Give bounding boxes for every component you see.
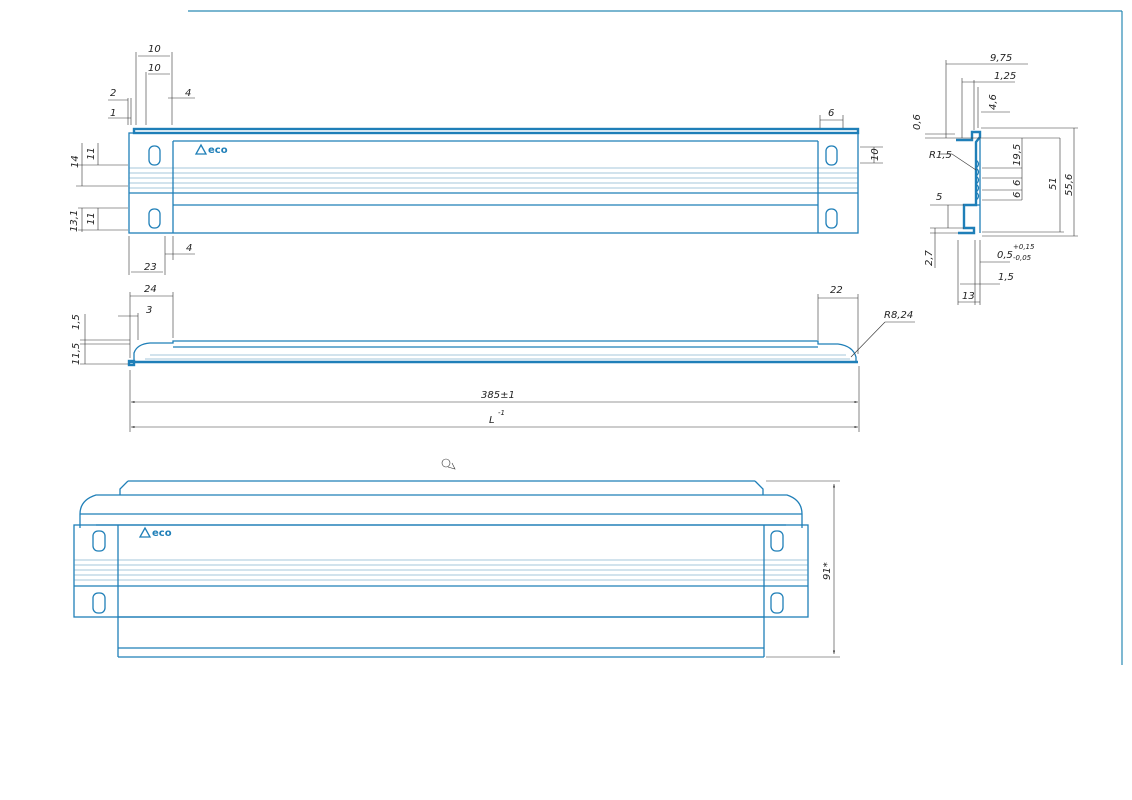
dim-L: L — [489, 415, 495, 426]
unfold-arrow-icon — [447, 462, 456, 470]
dim-11-lower: 11 — [86, 212, 97, 225]
brand-logo-text-flat: eco — [152, 528, 172, 539]
dim-10-top: 10 — [148, 44, 161, 55]
dim-13-1: 13,1 — [69, 210, 80, 232]
dim-0-6: 0,6 — [912, 114, 923, 130]
dim-1-25: 1,25 — [994, 71, 1016, 82]
dim-4-bottom: 4 — [186, 243, 192, 254]
slot — [92, 530, 106, 552]
side-view-dimensions: 24 3 22 1,5 11,5 R8,24 385±1 L -1 — [71, 284, 915, 432]
dim-11-upper: 11 — [86, 147, 97, 160]
flat-pattern-view: eco — [73, 458, 809, 658]
slot — [148, 145, 161, 166]
slot — [825, 208, 838, 229]
dim-9-75: 9,75 — [990, 53, 1012, 64]
dim-0-5-upper-tolerance: +0,15 — [1013, 243, 1035, 251]
dim-6-a: 6 — [1012, 180, 1023, 186]
dim-0-5: 0,5 — [997, 250, 1013, 261]
dim-385: 385±1 — [481, 390, 515, 401]
eco-logo-icon — [194, 143, 208, 155]
dim-6-b: 6 — [1012, 192, 1023, 198]
dim-55-6: 55,6 — [1064, 174, 1075, 196]
dim-1-5-side: 1,5 — [71, 314, 82, 330]
dim-3: 3 — [146, 305, 152, 316]
slot — [825, 145, 838, 166]
dim-23: 23 — [144, 262, 157, 273]
unfold-symbol-icon — [441, 458, 451, 468]
dim-4-top: 4 — [185, 88, 191, 99]
dim-2-7: 2,7 — [924, 249, 935, 266]
dim-11-5: 11,5 — [71, 343, 82, 365]
dim-r8-24: R8,24 — [884, 310, 913, 321]
dim-19-5: 19,5 — [1012, 144, 1023, 166]
dim-4-6: 4,6 — [988, 94, 999, 110]
dim-22: 22 — [830, 285, 843, 296]
dim-1-5-profile: 1,5 — [998, 272, 1014, 283]
dim-13: 13 — [962, 291, 975, 302]
dim-1: 1 — [110, 108, 116, 119]
dim-14: 14 — [70, 155, 81, 168]
dim-6-right: 6 — [828, 108, 834, 119]
side-view — [127, 340, 858, 367]
dim-0-5-lower-tolerance: -0,05 — [1013, 254, 1032, 262]
slot — [92, 592, 106, 614]
profile-section — [956, 130, 982, 235]
dim-91: 91* — [822, 562, 833, 580]
dim-5: 5 — [936, 192, 942, 203]
dim-2: 2 — [110, 88, 116, 99]
slot — [148, 208, 161, 229]
profile-dimensions: 9,75 1,25 4,6 0,6 R1,5 19,5 6 6 51 55,6 … — [912, 53, 1078, 305]
dim-r1-5: R1,5 — [929, 150, 952, 161]
flat-pattern-dimensions: 91* — [766, 480, 840, 658]
drawing-frame — [188, 10, 1123, 665]
front-view: eco — [128, 127, 860, 234]
dim-L-tolerance: -1 — [498, 409, 505, 417]
dim-10: 10 — [148, 63, 161, 74]
eco-logo-icon — [138, 526, 152, 538]
dim-24: 24 — [144, 284, 157, 295]
slot — [770, 530, 784, 552]
dim-51: 51 — [1048, 177, 1059, 190]
slot — [770, 592, 784, 614]
brand-logo-text: eco — [208, 145, 228, 156]
front-view-dimensions: 10 10 2 1 4 6 14 11 10 13,1 11 4 23 — [69, 44, 883, 275]
dim-10-right: 10 — [870, 148, 881, 161]
